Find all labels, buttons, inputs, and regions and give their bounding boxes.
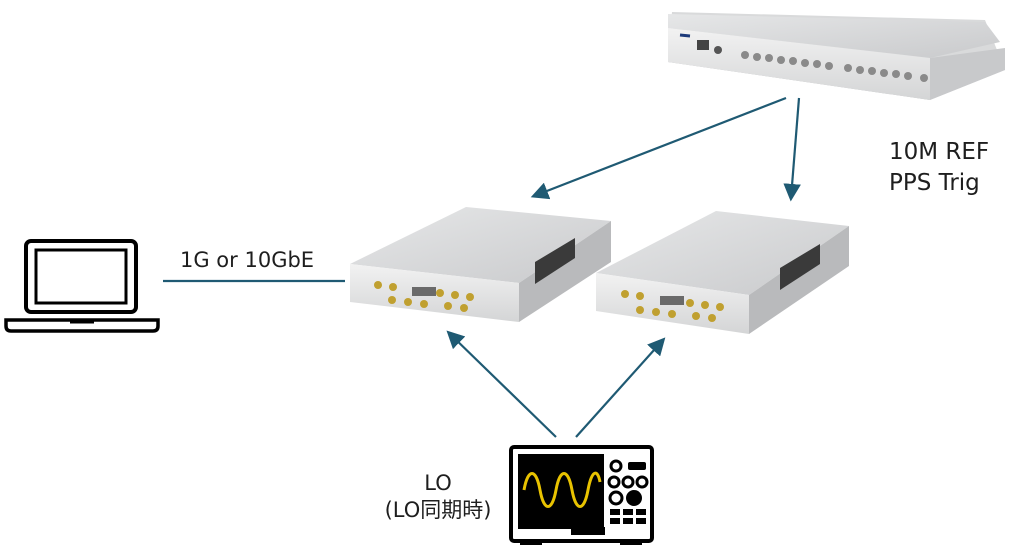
lo-label-line-1: LO — [424, 471, 452, 495]
lo-label-line-2: (LO同期時) — [384, 498, 492, 522]
usrp-device-2 — [596, 211, 849, 334]
link-speed-label: 1G or 10GbE — [180, 248, 315, 272]
signal-generator-icon — [509, 445, 654, 545]
lo-arrow-left — [446, 330, 557, 438]
laptop-icon — [4, 239, 160, 333]
ref-signal-label: 10M REF PPS Trig — [889, 137, 989, 199]
lo-arrow-right — [575, 337, 666, 438]
ref-arrow-right — [783, 97, 801, 202]
lo-label: LO (LO同期時) — [374, 470, 502, 524]
usrp-device-1 — [350, 207, 611, 322]
ref-arrow-left — [530, 96, 787, 200]
ref-label-line-1: 10M REF — [889, 139, 990, 165]
clock-distribution-module — [668, 12, 1005, 100]
ref-label-line-2: PPS Trig — [889, 170, 980, 196]
